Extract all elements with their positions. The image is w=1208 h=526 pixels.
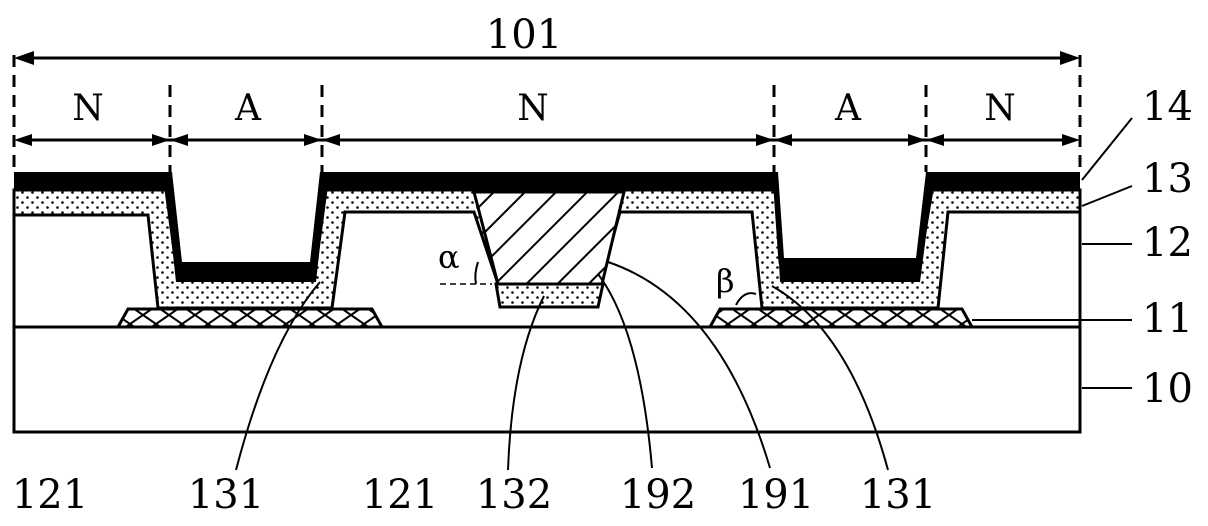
region-label-n-right: N (984, 88, 1016, 129)
label-101: 101 (486, 12, 562, 58)
hatched-pillar (474, 192, 624, 284)
label-191: 191 (738, 472, 814, 518)
pad-left (118, 309, 382, 327)
label-132: 132 (476, 472, 552, 518)
region-label-n-center: N (517, 88, 549, 129)
region-dimensions (14, 134, 1080, 146)
label-14: 14 (1142, 84, 1193, 130)
angle-alpha: α (438, 238, 460, 276)
label-131-right: 131 (860, 472, 936, 518)
label-131-left: 131 (188, 472, 264, 518)
region-label-a-left: A (234, 88, 262, 129)
label-192: 192 (620, 472, 696, 518)
region-label-n-left: N (72, 88, 104, 129)
angle-beta: β (716, 262, 735, 300)
label-13: 13 (1142, 156, 1193, 202)
label-10: 10 (1142, 366, 1193, 412)
label-12: 12 (1142, 220, 1193, 266)
label-121-left: 121 (12, 472, 88, 518)
label-121-center: 121 (362, 472, 438, 518)
dotted-bottom-132 (496, 284, 603, 307)
label-11: 11 (1142, 296, 1193, 342)
pad-right (710, 309, 972, 327)
substrate-layer (14, 327, 1080, 432)
region-label-a-right: A (834, 88, 862, 129)
